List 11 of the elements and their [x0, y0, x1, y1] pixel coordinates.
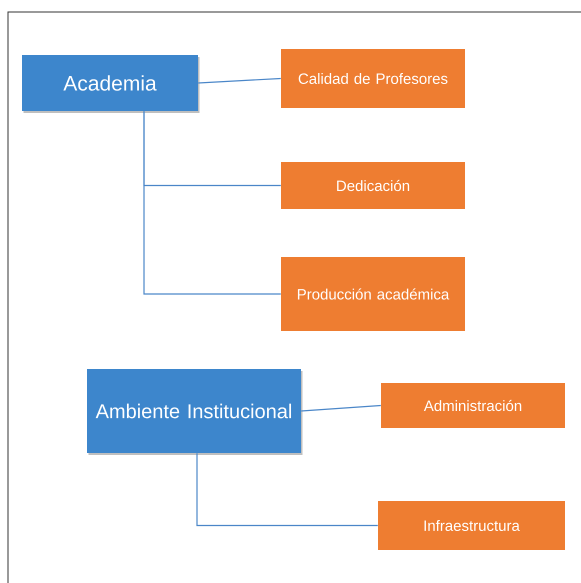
subtopic-box: Dedicación — [281, 162, 465, 209]
topic-box: Ambiente Institucional — [87, 369, 302, 455]
connector-line — [196, 453, 378, 526]
connector-line — [143, 111, 281, 295]
connector-line — [301, 404, 381, 412]
topic-box: Academia — [22, 55, 200, 113]
subtopic-box: Producción académica — [281, 257, 465, 331]
subtopic-box: Infraestructura — [378, 501, 565, 550]
subtopic-box: Administración — [381, 383, 565, 428]
subtopic-box: Calidad de Profesores — [281, 49, 465, 108]
connector-line — [198, 78, 281, 84]
